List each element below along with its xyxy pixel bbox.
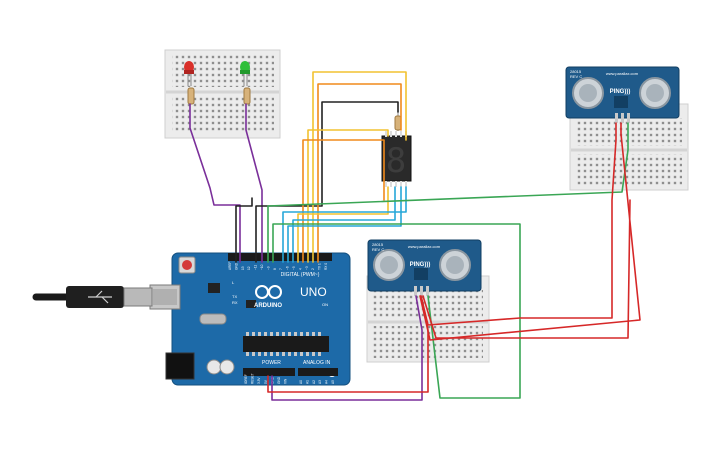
ultrasonic-sensor-left: www.parallax.com PING))) 28015 REV C (367, 239, 482, 296)
pin-label: 2 (311, 268, 315, 270)
wire-cyan-3 (282, 186, 407, 263)
breadboard-leds (164, 49, 281, 139)
pin-label: 5V (264, 379, 268, 384)
led-green (240, 61, 250, 86)
arduino-uno-board: ARDUINO UNO DIGITAL (PWM~) POWER ANALOG … (149, 252, 351, 386)
pin-label: VIN (284, 378, 288, 384)
digital-label: DIGITAL (PWM~) (281, 272, 320, 278)
pin-label: ~10 (260, 264, 264, 270)
wire-black-gnd-display (255, 101, 399, 263)
sensor-left-brand: PING))) (410, 262, 431, 268)
atmega-chip (243, 336, 329, 352)
sensor-left-site: www.parallax.com (408, 244, 441, 249)
wire-red-5v-b (420, 122, 617, 326)
pin-label: 4 (298, 268, 302, 270)
led-red (184, 61, 194, 86)
wire-purple-led-right (245, 103, 263, 263)
power-label: POWER (262, 360, 281, 366)
pin-label: ~9 (266, 266, 270, 270)
digital-header (228, 253, 332, 261)
pin-label: A4 (325, 380, 329, 384)
wire-green-sensor-right (267, 122, 629, 263)
display-resistor (394, 112, 402, 131)
display-digit: 8 (386, 141, 406, 181)
pin-label: RESET (251, 373, 255, 384)
seven-segment-display: 8 (381, 131, 412, 187)
reset-button[interactable] (178, 256, 196, 274)
rx-label: RX (232, 300, 238, 305)
sensor-right-brand: PING))) (610, 89, 631, 95)
pin-label: TX 1 (318, 263, 322, 270)
wire-green-sensor-left (272, 223, 521, 399)
pin-label: ~5 (292, 266, 296, 270)
pin-label: A5 (331, 380, 335, 384)
analog-label: ANALOG IN (303, 360, 331, 366)
sensor-right-site: www.parallax.com (606, 71, 639, 76)
pin-label: ~11 (254, 265, 258, 270)
wire-yellow-1 (312, 71, 407, 263)
power-jack (165, 352, 195, 380)
analog-header (298, 368, 338, 376)
pin-label: A1 (305, 380, 309, 384)
arduino-brand-label: ARDUINO (254, 303, 282, 309)
capacitor (206, 359, 222, 375)
wire-cyan-2 (287, 186, 402, 263)
pin-label: 3.3V (257, 377, 261, 384)
l-label: L (232, 280, 235, 285)
pin-label: 12 (247, 266, 251, 270)
sensor-right-rev: REV C (570, 74, 582, 79)
wire-red-5v-c (422, 199, 631, 339)
led-resistor-left (187, 87, 195, 105)
wire-orange-1 (317, 83, 402, 263)
pin-label: ~3 (305, 266, 309, 270)
usb-cable (32, 286, 153, 308)
pin-label: AREF (228, 261, 232, 270)
usb-icon (88, 290, 112, 304)
led-resistor-right (243, 87, 251, 105)
pin-label: ~6 (286, 266, 290, 270)
power-header (243, 368, 295, 376)
pin-label: 13 (241, 266, 245, 270)
ultrasonic-sensor-right: www.parallax.com PING))) 28015 REV C (565, 66, 680, 123)
pin-label: A0 (299, 380, 303, 384)
wire-cyan-1 (292, 186, 396, 263)
wire-purple-led-left (189, 103, 241, 263)
tx-label: TX (232, 294, 237, 299)
pin-label: 8 (273, 268, 277, 270)
pin-label: IOREF (244, 374, 248, 384)
arduino-model-label: UNO (300, 285, 327, 299)
on-label: ON (322, 302, 328, 307)
pin-label: A2 (312, 380, 316, 384)
pin-label: GND (277, 376, 281, 384)
wire-orange-2 (302, 139, 385, 263)
pin-label: GND (234, 262, 238, 270)
sensor-left-rev: REV C (372, 247, 384, 252)
pin-label: RX 0 (324, 263, 328, 270)
pin-label: A3 (318, 380, 322, 384)
wire-yellow-2 (307, 129, 389, 263)
sensor-right-part: 28015 (570, 69, 582, 74)
arduino-logo-icon (255, 285, 282, 299)
sensor-left-part: 28015 (372, 242, 384, 247)
pin-label: 7 (279, 268, 283, 270)
wire-red-vcc (267, 299, 429, 393)
wire-black-gnd-led (235, 197, 253, 263)
